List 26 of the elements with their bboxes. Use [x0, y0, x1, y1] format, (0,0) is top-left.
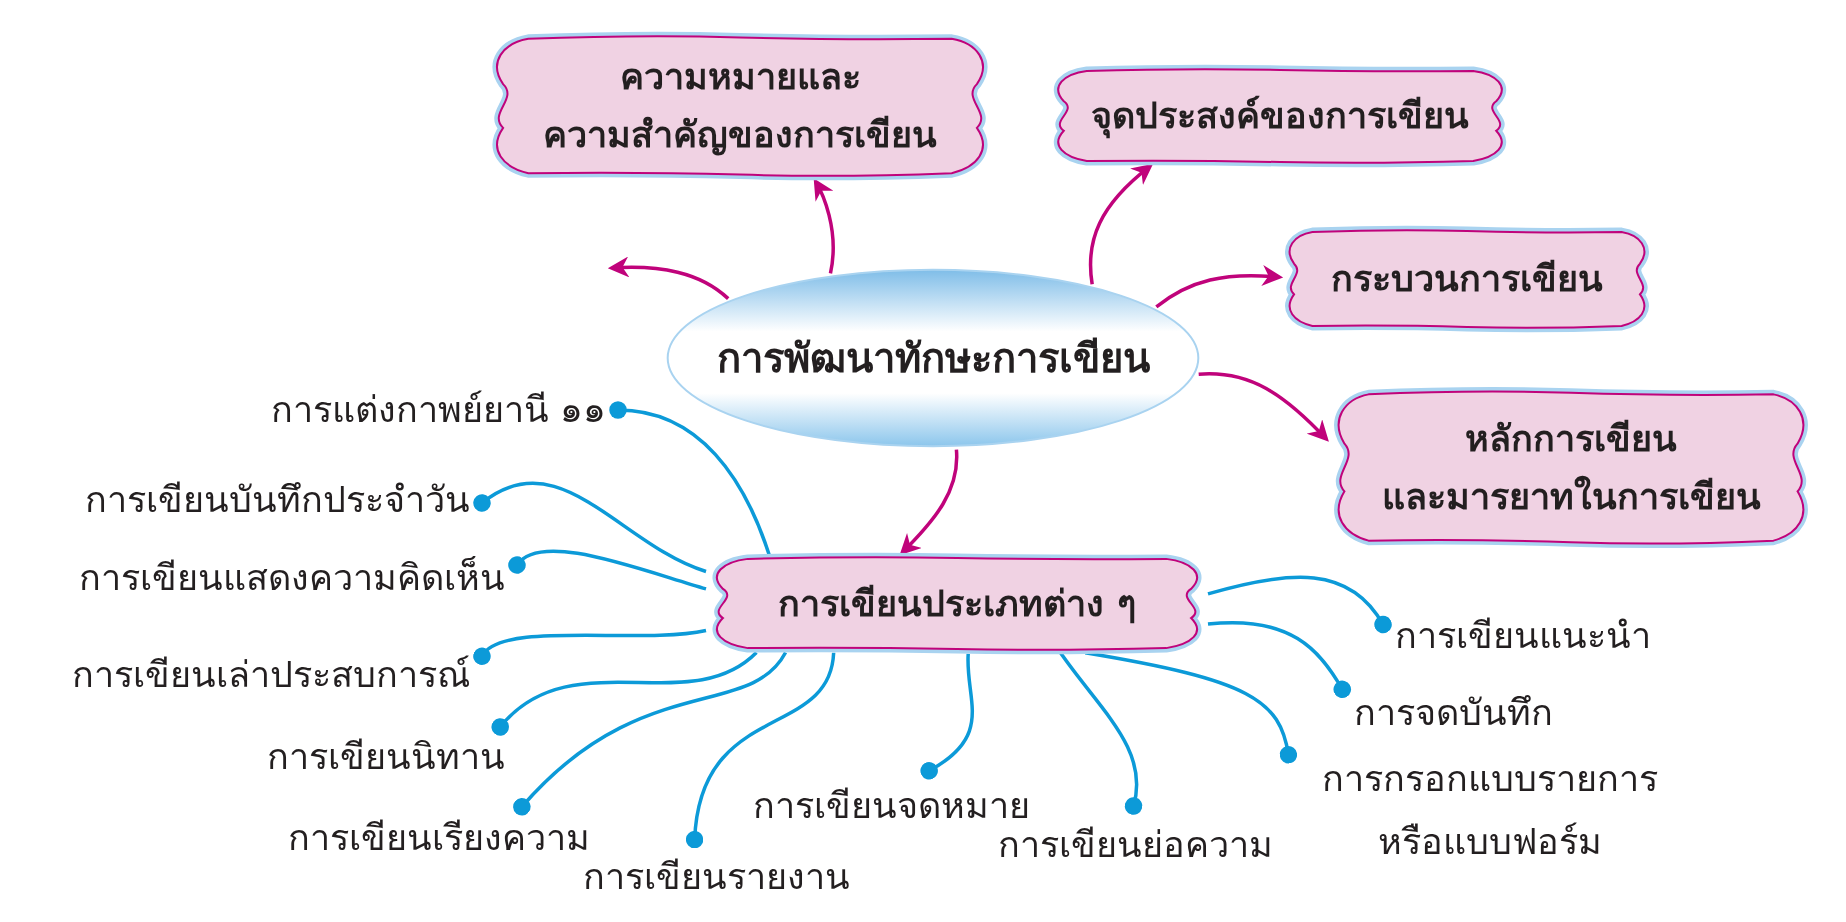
connector-line — [1084, 651, 1298, 764]
connector-line — [609, 401, 771, 556]
connector-line — [473, 481, 707, 574]
connector-line — [491, 651, 758, 736]
branch-label: การเขียนแสดงความคิดเห็น — [79, 551, 505, 605]
arrow — [1088, 163, 1154, 285]
branch-label: การเขียนเล่าประสบการณ์ — [72, 648, 470, 702]
arrow — [1155, 265, 1284, 309]
connector-line — [1207, 621, 1351, 699]
arrow — [1198, 372, 1329, 442]
connector-line — [508, 549, 707, 591]
branch-label: การเขียนแนะนำ — [1395, 609, 1651, 663]
branch-label: การกรอกแบบรายการ หรือแบบฟอร์ม — [1300, 747, 1680, 873]
branch-label: การเขียนบันทึกประจำวัน — [85, 473, 470, 527]
connector-line — [1207, 575, 1392, 634]
connector-line — [473, 628, 707, 665]
connector-line — [920, 653, 974, 780]
topic-box: กระบวนการเขียน — [1283, 228, 1651, 330]
arrow — [813, 178, 835, 274]
arrow — [607, 256, 730, 300]
topic-ellipse: การพัฒนาทักษะการเขียน — [665, 268, 1201, 448]
connector-line — [685, 652, 836, 849]
branch-label: การจดบันทึก — [1354, 686, 1553, 740]
branch-label: การเขียนนิทาน — [267, 730, 505, 784]
connector-line — [513, 651, 787, 816]
branch-label: การแต่งกาพย์ยานี ๑๑ — [270, 383, 606, 437]
